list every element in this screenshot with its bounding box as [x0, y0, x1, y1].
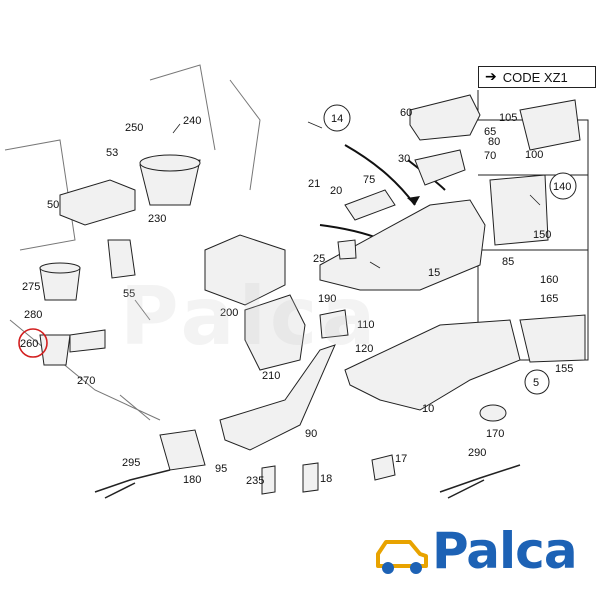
part-label-18: 18 [320, 473, 332, 485]
part-10-shape [344, 319, 521, 411]
part-label-5: 5 [533, 377, 539, 389]
part-label-200: 200 [220, 307, 238, 319]
part-label-85: 85 [502, 256, 514, 268]
brand-name: Palca [432, 522, 578, 580]
leader-lines [172, 121, 541, 269]
part-17-shape [371, 454, 396, 481]
part-200-shape [204, 234, 286, 306]
part-label-17: 17 [395, 453, 407, 465]
part-label-240: 240 [183, 115, 201, 127]
code-box: ➔ CODE XZ1 [478, 66, 596, 88]
part-label-95: 95 [215, 463, 227, 475]
part-label-80: 80 [488, 136, 500, 148]
part-label-65: 65 [484, 126, 496, 138]
part-label-150: 150 [533, 229, 551, 241]
part-25-shape [337, 239, 357, 260]
right-arrow-icon: ➔ [485, 69, 497, 85]
part-label-275: 275 [22, 281, 40, 293]
part-label-250: 250 [125, 122, 143, 134]
part-30-shape [414, 149, 466, 186]
part-label-230: 230 [148, 213, 166, 225]
part-label-105: 105 [499, 112, 517, 124]
part-170-shape [479, 404, 507, 422]
part-shapes [39, 94, 586, 495]
part-label-110: 110 [357, 319, 375, 331]
part-label-20: 20 [330, 185, 342, 197]
highlight-circle [18, 328, 48, 358]
part-75-shape [344, 189, 396, 221]
part-260-arm [69, 329, 106, 353]
part-label-70: 70 [484, 150, 496, 162]
part-label-155: 155 [555, 363, 573, 375]
part-15-shape [319, 199, 486, 291]
part-180-shape [159, 429, 206, 471]
part-label-295: 295 [122, 457, 140, 469]
part-label-280: 280 [24, 309, 42, 321]
part-label-75: 75 [363, 174, 375, 186]
part-190-shape [319, 309, 349, 339]
part-90-shape [219, 344, 336, 451]
part-275-rim [39, 262, 81, 274]
callout-5 [524, 369, 550, 395]
part-label-60: 60 [400, 107, 412, 119]
part-label-53: 53 [106, 147, 118, 159]
code-label: CODE XZ1 [502, 69, 568, 85]
part-label-30: 30 [398, 153, 410, 165]
part-label-14: 14 [331, 113, 343, 125]
callout-140 [549, 172, 577, 200]
callout-circles [323, 104, 577, 395]
part-label-25: 25 [313, 253, 325, 265]
part-label-260: 260 [20, 338, 38, 350]
part-60-shape [409, 94, 481, 141]
part-label-210: 210 [262, 370, 280, 382]
part-label-180: 180 [183, 474, 201, 486]
part-50-shape [59, 179, 136, 226]
part-label-120: 120 [355, 343, 373, 355]
part-18-shape [302, 462, 319, 493]
part-235-shape [261, 465, 276, 495]
car-icon [376, 540, 428, 574]
part-label-235: 235 [246, 475, 264, 487]
part-210-shape [244, 294, 306, 371]
background-outlines [4, 64, 261, 421]
part-label-100: 100 [525, 149, 543, 161]
part-label-21: 21 [308, 178, 320, 190]
part-label-50: 50 [47, 199, 59, 211]
brand-logo: Palca [372, 520, 582, 590]
part-label-270: 270 [77, 375, 95, 387]
part-55-shape [107, 239, 136, 279]
part-label-160: 160 [540, 274, 558, 286]
wire-harness [94, 464, 521, 499]
part-label-90: 90 [305, 428, 317, 440]
part-label-170: 170 [486, 428, 504, 440]
part-230-rim [139, 154, 201, 172]
part-100-shape [519, 99, 581, 151]
part-label-140: 140 [553, 181, 571, 193]
part-label-55: 55 [123, 288, 135, 300]
part-label-165: 165 [540, 293, 558, 305]
part-155-shape [519, 314, 586, 363]
part-150-shape [489, 174, 549, 246]
part-label-190: 190 [318, 293, 336, 305]
part-label-10: 10 [422, 403, 434, 415]
part-label-15: 15 [428, 267, 440, 279]
callout-14 [323, 104, 351, 132]
part-label-290: 290 [468, 447, 486, 459]
